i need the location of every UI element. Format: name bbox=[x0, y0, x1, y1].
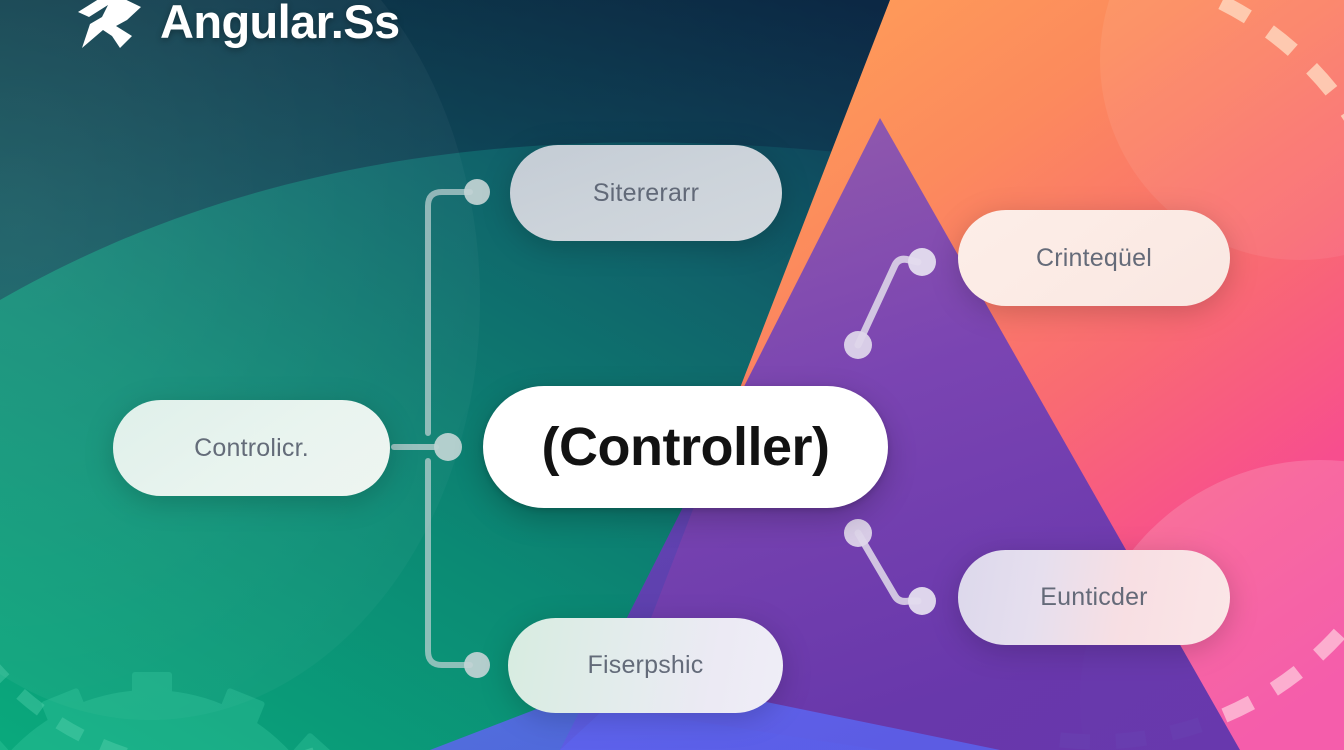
node-crintequel[interactable]: Crinteqüel bbox=[958, 210, 1230, 306]
center-node-label: (Controller) bbox=[541, 417, 830, 477]
node-eunticder[interactable]: Eunticder bbox=[958, 550, 1230, 645]
node-crintequel-label: Crinteqüel bbox=[1036, 243, 1152, 272]
node-controlicr[interactable]: Controlicr. bbox=[113, 400, 390, 496]
bg-indigo-wedge-2 bbox=[430, 700, 880, 750]
bg-orange-blob bbox=[1100, 0, 1344, 260]
node-sitererarr[interactable]: Sitererarr bbox=[510, 145, 782, 241]
gear-decoration-icon bbox=[0, 672, 339, 750]
node-fiserpshic[interactable]: Fiserpshic bbox=[508, 618, 783, 713]
brand-name: Angular.Ss bbox=[160, 0, 400, 48]
center-node[interactable]: (Controller) bbox=[483, 386, 888, 508]
angular-shield-logo-icon bbox=[78, 0, 141, 48]
node-controlicr-label: Controlicr. bbox=[194, 433, 309, 462]
node-fiserpshic-label: Fiserpshic bbox=[587, 651, 704, 679]
bg-teal-blob bbox=[0, 0, 480, 720]
node-sitererarr-label: Sitererarr bbox=[592, 178, 700, 207]
node-eunticder-label: Eunticder bbox=[1040, 583, 1148, 611]
brand-lockup: Angular.Ss bbox=[72, 0, 400, 52]
